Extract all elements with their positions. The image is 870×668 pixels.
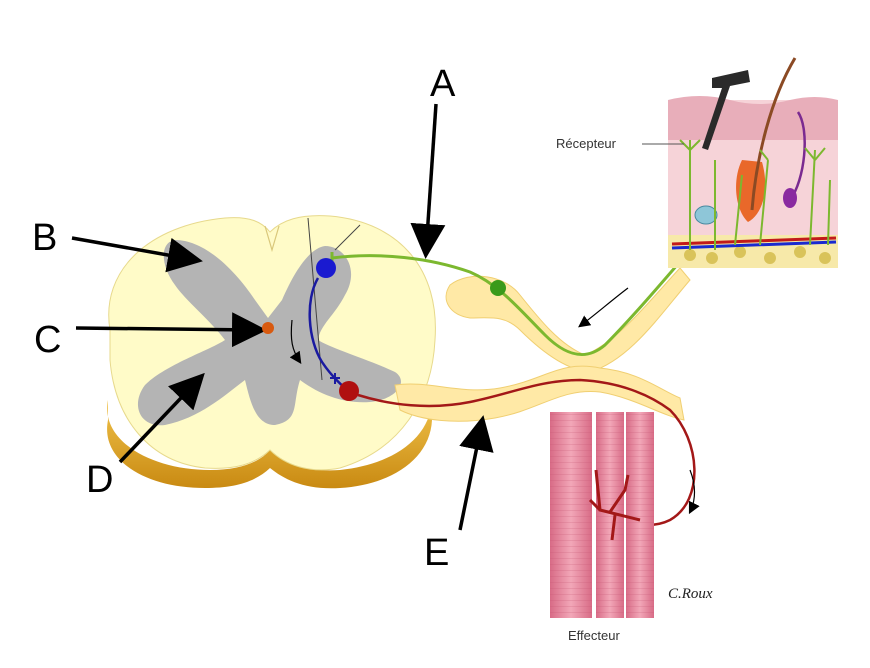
skin-artery (671, 236, 837, 246)
root-line-top (334, 224, 361, 251)
pacinian-corpuscle (694, 205, 718, 225)
interneuron-cell-body (316, 258, 336, 278)
dorsal-root-line (307, 217, 323, 381)
label-a: A (430, 63, 456, 105)
motor-sheath (394, 365, 685, 422)
receptor-dendrites (679, 139, 831, 250)
motor-axon (357, 378, 696, 527)
sensory-ganglion-cell-body (490, 280, 506, 296)
receptor-label: Récepteur (556, 136, 617, 151)
pointer-arrows (71, 103, 494, 531)
label-b: B (32, 217, 57, 259)
dorsal-notch (264, 225, 280, 253)
flow-arrow-cord (289, 319, 302, 364)
label-c: C (34, 319, 61, 361)
hair-shaft (750, 57, 797, 211)
effector-label: Effecteur (568, 628, 620, 643)
pointer-d (118, 372, 205, 464)
interneuron (308, 258, 346, 389)
central-canal-dot (262, 322, 274, 334)
pointer-c (75, 312, 267, 348)
pointer-a (410, 103, 446, 259)
motor-cell-body (339, 381, 359, 401)
skin-vein (671, 240, 837, 250)
receptor-skin-inset: Récepteur (556, 57, 838, 268)
muscle-fiber-3-striations (626, 412, 654, 618)
interneuron-axon (308, 277, 346, 389)
flow-arrow-motor (688, 469, 700, 515)
sensory-sheath (445, 267, 691, 373)
artist-signature: C.Roux (668, 586, 713, 602)
motor-end-plates (588, 469, 641, 541)
motor-neuron (339, 378, 696, 527)
nerve-sheaths (394, 267, 691, 422)
hair-follicle (736, 160, 766, 222)
effector-muscle: Effecteur C.Roux (550, 412, 713, 643)
pointer-b (71, 236, 203, 273)
label-d: D (86, 459, 113, 501)
flow-arrows (289, 287, 700, 515)
flow-arrow-sensory (578, 287, 629, 328)
fat-cells (684, 246, 831, 264)
label-e: E (424, 532, 449, 574)
pointer-e (458, 415, 494, 531)
interneuron-synapse (330, 373, 340, 384)
sensory-axon (331, 249, 692, 356)
purple-corpuscle (783, 188, 797, 208)
nail-stimulus (702, 70, 750, 150)
muscle-fiber-1-striations (550, 412, 592, 618)
